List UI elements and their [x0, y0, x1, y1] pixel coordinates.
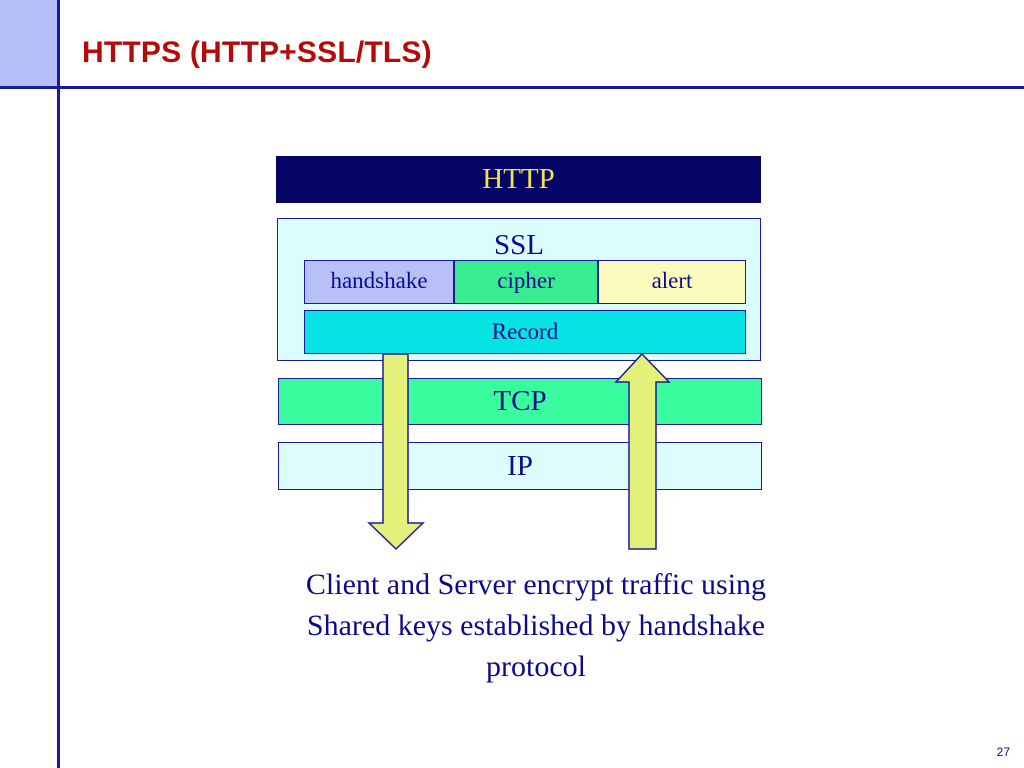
- caption-line: Client and Server encrypt traffic using: [305, 568, 767, 601]
- ssl-layer: SSL handshake cipher alert Record: [277, 218, 761, 361]
- vertical-rule: [57, 0, 60, 768]
- caption-line: Shared keys established by handshake: [306, 609, 766, 642]
- page-number: 27: [996, 745, 1010, 759]
- record-sublayer: Record: [304, 310, 746, 354]
- ip-layer: IP: [278, 442, 762, 490]
- cipher-sublayer: cipher: [454, 260, 598, 304]
- http-layer: HTTP: [276, 156, 761, 203]
- down-arrow-icon: [367, 353, 425, 551]
- slide-title: HTTPS (HTTP+SSL/TLS): [82, 36, 432, 69]
- caption-line: protocol: [486, 650, 586, 683]
- handshake-sublayer: handshake: [304, 260, 454, 304]
- horizontal-rule: [57, 86, 1024, 89]
- up-arrow-icon: [614, 352, 671, 550]
- tcp-layer: TCP: [278, 378, 762, 425]
- caption-text: Client and Server encrypt traffic using …: [256, 564, 816, 687]
- ssl-label: SSL: [494, 229, 544, 261]
- alert-sublayer: alert: [598, 260, 746, 304]
